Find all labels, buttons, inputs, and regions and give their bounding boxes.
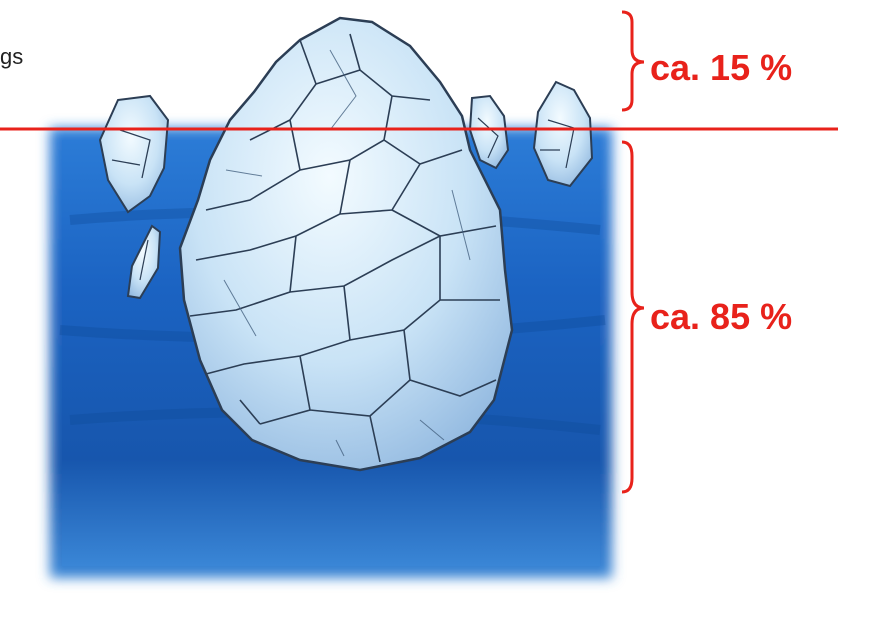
cut-off-label: gs (0, 44, 23, 70)
brace-above-water (622, 12, 644, 110)
main-iceberg (180, 18, 512, 470)
brace-below-water (622, 142, 644, 492)
label-below-water: ca. 85 % (650, 296, 792, 338)
label-above-water: ca. 15 % (650, 47, 792, 89)
